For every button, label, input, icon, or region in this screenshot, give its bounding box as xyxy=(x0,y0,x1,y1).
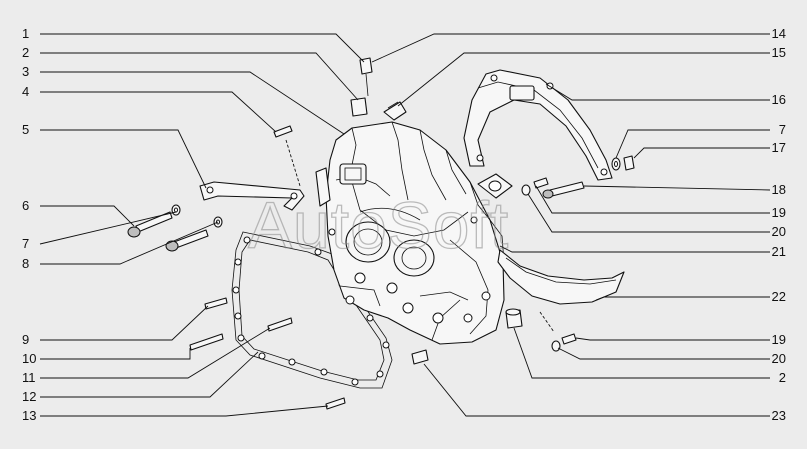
callout-1: 1 xyxy=(22,26,29,41)
washer-20-top xyxy=(521,184,531,196)
bushing-top xyxy=(350,97,368,117)
washer-7a xyxy=(171,204,181,216)
screw-19-top xyxy=(533,177,549,189)
callout-15: 15 xyxy=(772,45,786,60)
dust-shield xyxy=(497,249,625,305)
callout-21: 21 xyxy=(772,244,786,259)
stud-9 xyxy=(204,297,228,310)
washer-7-right xyxy=(611,157,621,171)
screw-19-bottom xyxy=(561,333,577,345)
callout-23: 23 xyxy=(772,408,786,423)
bolt-6 xyxy=(127,211,173,238)
left-callouts: 1 2 3 4 5 6 7 8 9 10 11 12 13 xyxy=(22,26,36,423)
cable-bracket xyxy=(199,181,305,211)
callout-9: 9 xyxy=(22,332,29,347)
callout-11: 11 xyxy=(22,370,36,385)
callout-14: 14 xyxy=(772,26,786,41)
stud-11 xyxy=(267,317,293,332)
dowel-23 xyxy=(411,349,429,365)
callout-22: 22 xyxy=(772,289,786,304)
callout-17: 17 xyxy=(772,140,786,155)
callout-7: 7 xyxy=(22,236,29,251)
bolt-18 xyxy=(542,181,585,199)
callout-3: 3 xyxy=(22,64,29,79)
callout-19-top: 19 xyxy=(772,205,786,220)
cover-plate xyxy=(463,69,613,181)
callout-20-top: 20 xyxy=(772,224,786,239)
clutch-housing xyxy=(315,121,505,345)
right-callouts: 14 15 16 7 17 18 19 20 21 22 19 20 2 23 xyxy=(772,26,786,423)
bolt-8 xyxy=(165,229,209,252)
callout-6: 6 xyxy=(22,198,29,213)
leader-lines xyxy=(39,33,771,417)
washer-20-bottom xyxy=(551,340,561,352)
callout-2-right: 2 xyxy=(779,370,786,385)
watermark-text: AutoSoft xyxy=(248,188,509,262)
callout-4: 4 xyxy=(22,84,29,99)
dowel-pin-4 xyxy=(273,125,293,138)
stud-13 xyxy=(325,397,346,410)
callout-5: 5 xyxy=(22,122,29,137)
callout-10: 10 xyxy=(22,351,36,366)
stud-10 xyxy=(189,333,224,351)
bushing-2 xyxy=(505,308,523,329)
callout-12: 12 xyxy=(22,389,36,404)
callout-16: 16 xyxy=(772,92,786,107)
square-flange xyxy=(477,173,513,199)
callout-8: 8 xyxy=(22,256,29,271)
callout-19-bottom: 19 xyxy=(772,332,786,347)
sensor-bracket xyxy=(383,101,407,121)
nut-17 xyxy=(623,155,635,171)
callout-13: 13 xyxy=(22,408,36,423)
callout-2: 2 xyxy=(22,45,29,60)
housing-gasket-inner xyxy=(238,239,385,381)
callout-7-right: 7 xyxy=(779,122,786,137)
callout-20-bottom: 20 xyxy=(772,351,786,366)
breather-cap xyxy=(359,57,373,97)
callout-18: 18 xyxy=(772,182,786,197)
